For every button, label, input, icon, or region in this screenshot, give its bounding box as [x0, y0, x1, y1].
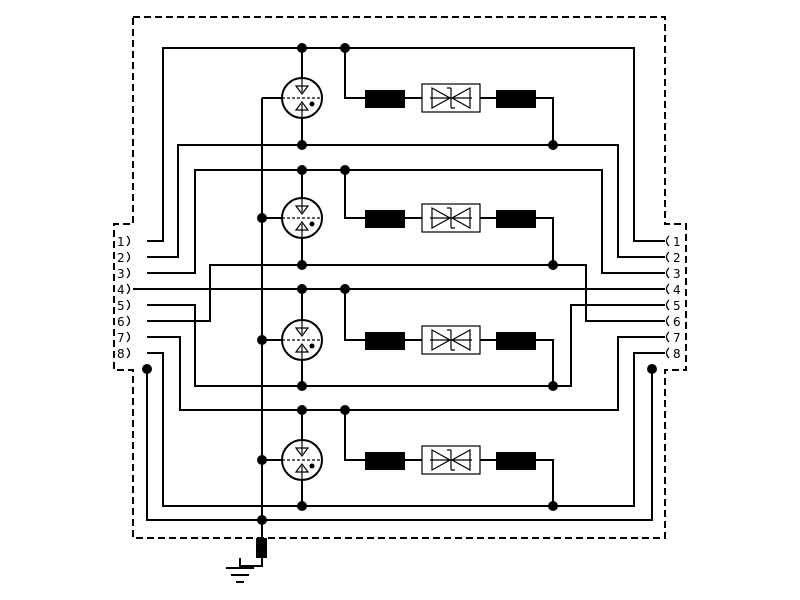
right-pin-label: 5	[673, 299, 681, 313]
wiring	[133, 47, 665, 544]
wire-stage1-in-top	[147, 47, 665, 242]
wire-stage2-in-top	[147, 169, 665, 274]
right-pin-label: 7	[673, 331, 681, 345]
left-pin-4: 4	[117, 283, 131, 297]
junction-dots	[142, 43, 657, 525]
resistor-icon	[365, 90, 405, 108]
left-pin-label: 5	[117, 299, 125, 313]
wire-pin8-shield	[146, 369, 653, 521]
right-pin-4: 4	[665, 283, 681, 297]
ground-icon	[226, 558, 254, 583]
left-pin-3: 3	[117, 267, 131, 281]
left-pin-label: 3	[117, 267, 125, 281]
left-connector: 1 2 3 4 5 6 7 8	[117, 235, 131, 361]
wire-stage4-in-top	[147, 352, 665, 507]
resistor-icon	[496, 452, 536, 470]
left-pin-1: 1	[117, 235, 131, 249]
right-pin-label: 6	[673, 315, 681, 329]
left-pin-label: 7	[117, 331, 125, 345]
right-pin-label: 8	[673, 347, 681, 361]
right-pin-label: 1	[673, 235, 681, 249]
resistor-icon	[365, 210, 405, 228]
protection-stage-2	[262, 170, 554, 265]
left-pin-label: 4	[117, 283, 125, 297]
right-pin-label: 3	[673, 267, 681, 281]
left-pin-5: 5	[117, 299, 131, 313]
right-pin-6: 6	[665, 315, 681, 329]
wire-stage3-in-bottom	[147, 336, 665, 411]
resistor-icon	[365, 452, 405, 470]
protection-stage-3	[262, 289, 554, 386]
wire-stage1-in-bottom	[147, 144, 665, 258]
wire-stage3-in-top	[147, 304, 665, 387]
left-pin-6: 6	[117, 315, 131, 329]
right-pin-1: 1	[665, 235, 681, 249]
resistor-icon	[496, 90, 536, 108]
wire-stage2-in-bottom	[147, 264, 665, 322]
ground-terminal	[226, 538, 267, 583]
right-pin-2: 2	[665, 251, 681, 265]
right-pin-label: 4	[673, 283, 681, 297]
resistor-icon	[496, 210, 536, 228]
left-pin-label: 2	[117, 251, 125, 265]
resistor-icon	[496, 332, 536, 350]
right-pin-3: 3	[665, 267, 681, 281]
left-pin-label: 1	[117, 235, 125, 249]
left-pin-8: 8	[117, 347, 131, 361]
right-pin-5: 5	[665, 299, 681, 313]
left-pin-7: 7	[117, 331, 131, 345]
right-pin-7: 7	[665, 331, 681, 345]
left-pin-2: 2	[117, 251, 131, 265]
resistor-icon	[365, 332, 405, 350]
right-pin-label: 2	[673, 251, 681, 265]
protection-stage-4	[262, 410, 554, 506]
left-pin-label: 8	[117, 347, 125, 361]
protection-stage-1	[281, 48, 554, 145]
right-pin-8: 8	[665, 347, 681, 361]
right-connector: 1 2 3 4 5 6 7 8	[665, 235, 681, 361]
left-pin-label: 6	[117, 315, 125, 329]
enclosure-border	[113, 16, 687, 539]
